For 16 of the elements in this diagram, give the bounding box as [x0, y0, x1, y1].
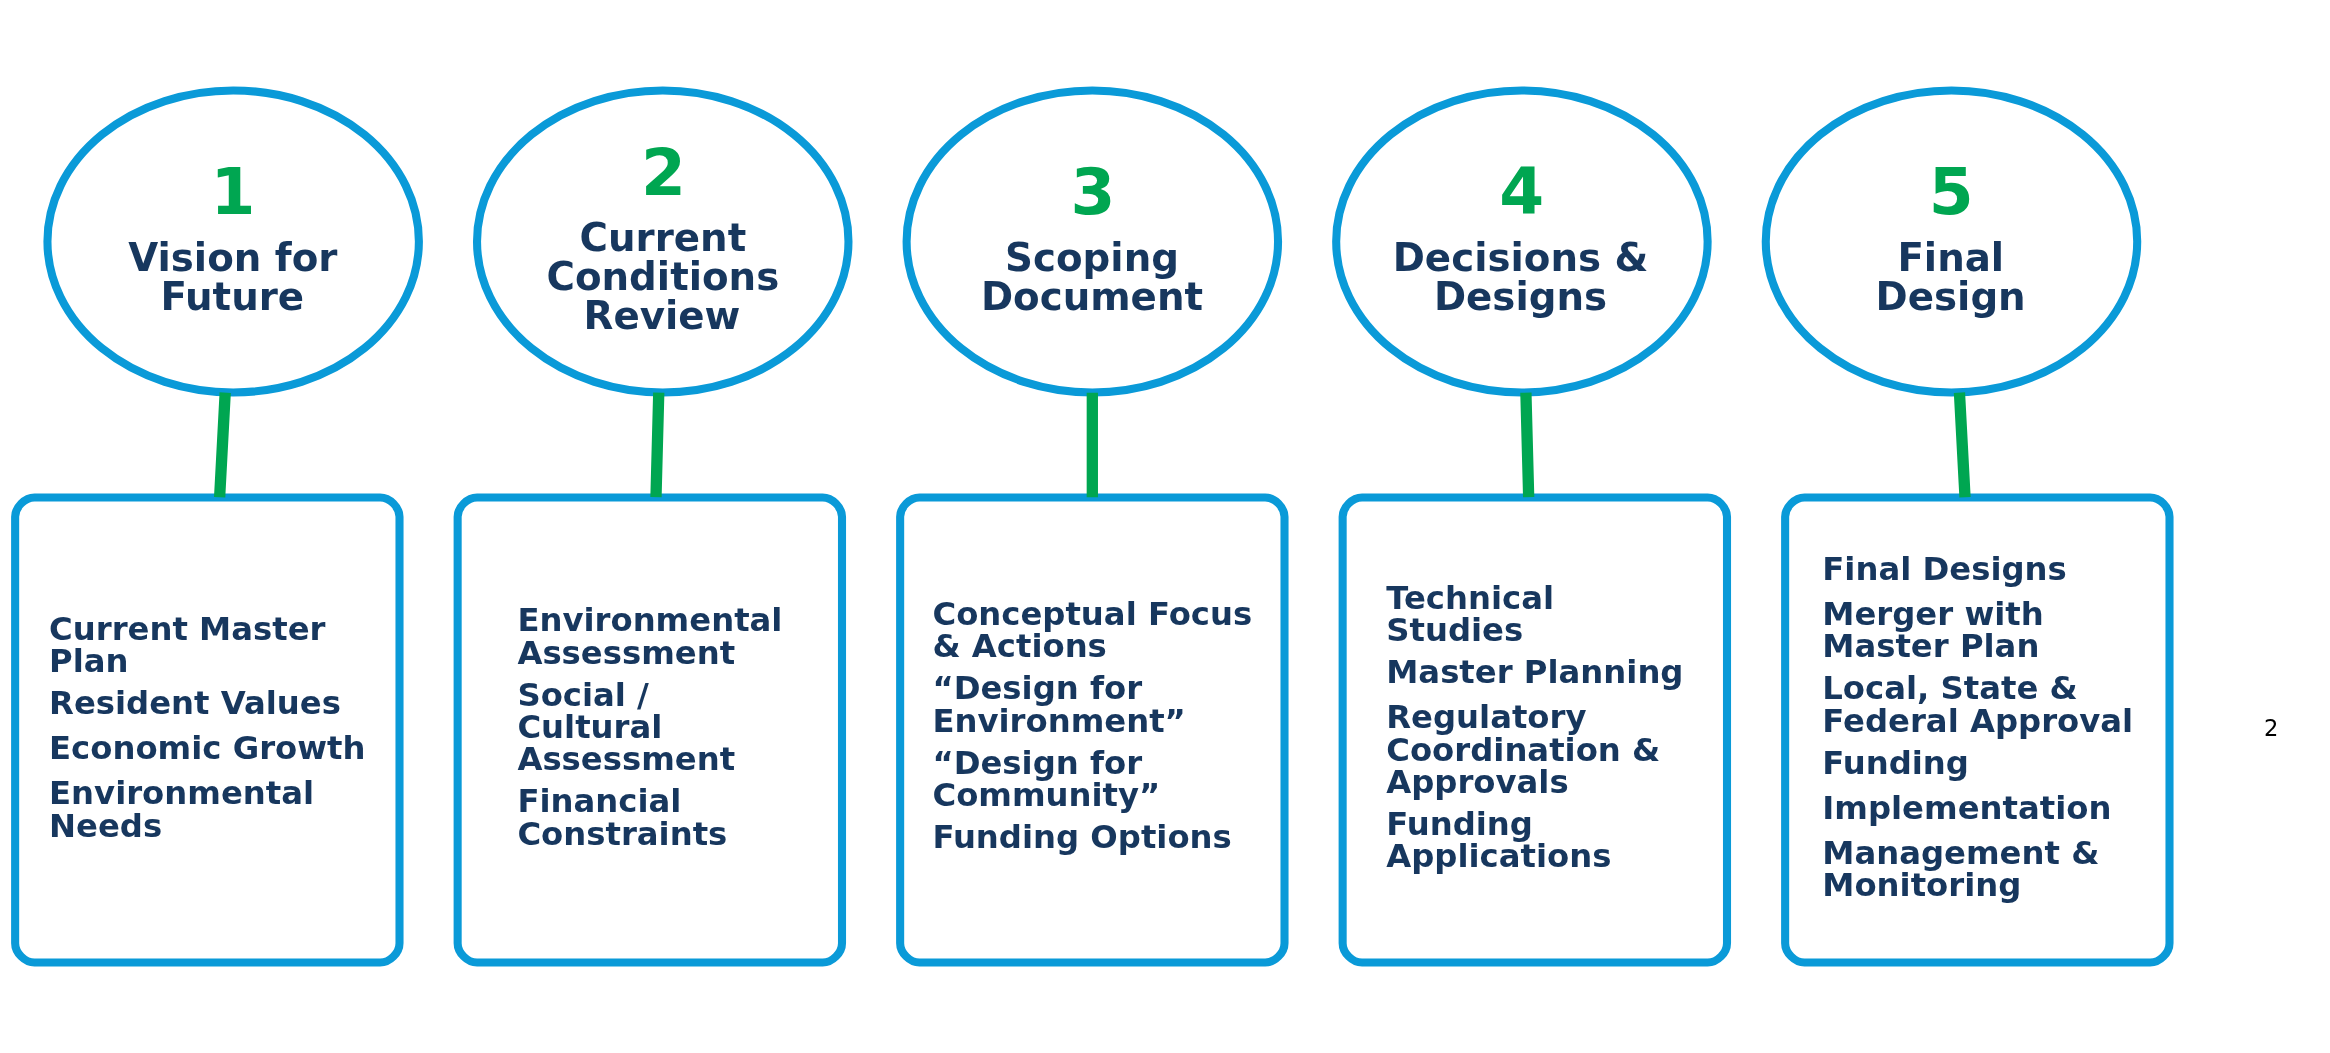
connector [1086, 392, 1098, 498]
node-box: Environmental Assessment Social / Cultural Assessment Financial Constraints [453, 493, 847, 967]
connector [214, 392, 231, 498]
node-ellipse: 5 Final Design [1761, 86, 2142, 397]
node-ellipse: 3 Scoping Document [902, 86, 1283, 397]
node-box: Final Designs Merger with Master Plan Local, State & Federal Approval Funding Implementation Management & Monitoring [1781, 493, 2174, 967]
node-ellipse: 2 Current Conditions Review [473, 86, 853, 397]
node-ellipse: 4 Decisions & Designs [1332, 86, 1712, 397]
connector [1520, 392, 1535, 498]
connector [650, 392, 665, 498]
node-box: Technical Studies Master Planning Regulatory Coordination & Approvals Funding Applications [1338, 493, 1732, 967]
node-box: Current Master Plan Resident Values Economic Growth Environmental Needs [11, 493, 404, 967]
connector [1953, 392, 1971, 498]
label: 2 [2264, 714, 2279, 741]
node-box: Conceptual Focus & Actions “Design for Environment” “Design for Community” Funding Options [896, 493, 1289, 967]
node-ellipse: 1 Vision for Future [43, 86, 423, 397]
